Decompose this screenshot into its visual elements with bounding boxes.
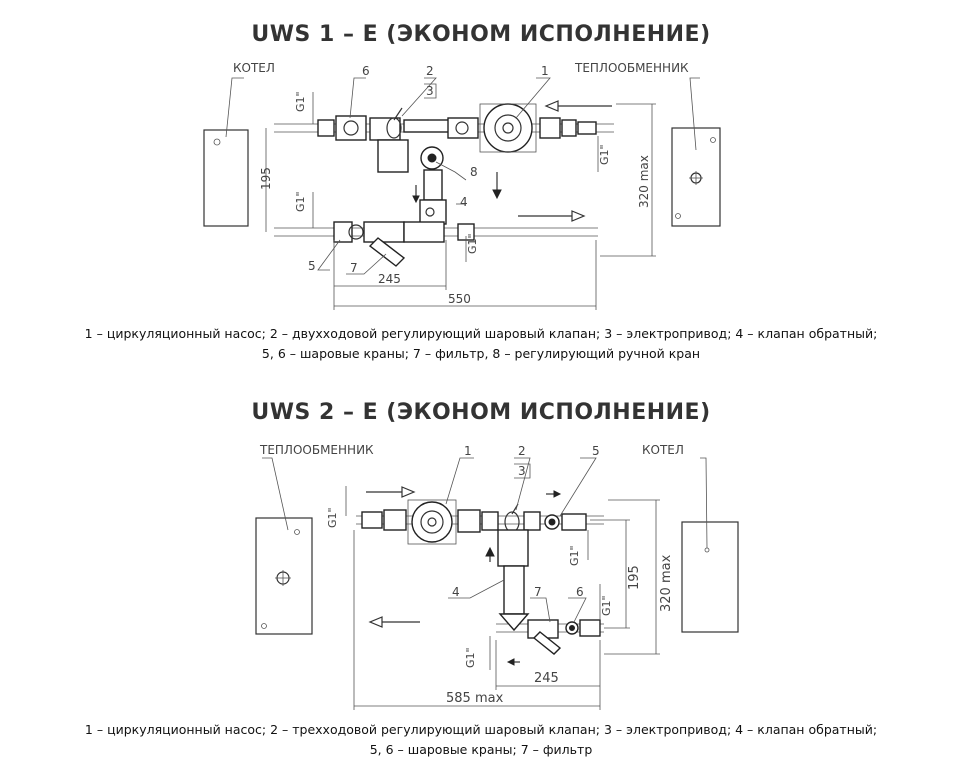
label-3: 3 [426,84,434,98]
label2-6: 6 [576,585,584,599]
ball-valve-6-2 [565,621,579,635]
dim-max-height: 320 max [637,155,651,208]
diagram2-title: UWS 2 – E (ЭКОНОМ ИСПОЛНЕНИЕ) [251,400,711,425]
exchanger-box-2 [255,517,313,635]
filter-7-2 [532,631,562,655]
dim-width-a: 245 [378,272,401,286]
label-7: 7 [350,261,358,275]
exchanger-label: ТЕПЛООБМЕННИК [574,61,689,75]
dim-height: 195 [259,167,273,190]
check-valve-4 [419,199,447,225]
pump-1 [483,103,533,153]
boiler-box [203,129,249,227]
label-6: 6 [362,64,370,78]
exchanger-label-2: ТЕПЛООБМЕННИК [259,443,374,457]
label2-5: 5 [592,444,600,458]
ball-valve-5 [333,221,353,243]
g1-right-2: G1" [568,545,581,566]
label-4: 4 [460,195,468,209]
diagram1-title: UWS 1 – E (ЭКОНОМ ИСПОЛНЕНИЕ) [251,22,711,47]
g1-right: G1" [598,144,611,165]
boiler-box-2 [681,521,739,633]
dim-height-2: 195 [627,565,642,590]
filter-7 [368,237,406,267]
ball-valve-6 [317,119,335,137]
boiler-label: КОТЕЛ [233,61,275,75]
label2-2: 2 [518,444,526,458]
diagram2-caption-line2: 5, 6 – шаровые краны; 7 – фильтр [369,742,593,757]
diagram2-caption: 1 – циркуляционный насос; 2 – трехходово… [0,720,962,760]
label2-3: 3 [518,464,526,478]
dim-width-a-2: 245 [534,671,559,686]
boiler-label-2: КОТЕЛ [642,443,684,457]
ball-valve-5-2 [544,514,560,530]
diagram1-caption-line2: 5, 6 – шаровые краны; 7 – фильтр, 8 – ре… [261,346,701,361]
g1-top-2: G1" [326,507,339,528]
diagram1-drawing: КОТЕЛ ТЕПЛООБМЕННИК [203,61,721,310]
g1-bottom: G1" [294,191,307,212]
label2-7: 7 [534,585,542,599]
g1-bottom-2: G1" [464,647,477,668]
actuator-3 [377,139,409,173]
dim-width-b: 550 [448,292,471,306]
label-2: 2 [426,64,434,78]
diagram1-caption: 1 – циркуляционный насос; 2 – двухходово… [0,324,962,364]
dim-max-height-2: 320 max [659,554,674,612]
g1-top: G1" [294,91,307,112]
label-1: 1 [541,64,549,78]
g1-mid: G1" [466,233,479,254]
dim-width-b-2: 585 max [446,691,504,706]
label2-1: 1 [464,444,472,458]
diagram1-caption-line1: 1 – циркуляционный насос; 2 – двухходово… [84,326,878,341]
exchanger-box [671,127,721,227]
diagram2-caption-line1: 1 – циркуляционный насос; 2 – трехходово… [84,722,878,737]
pump-1-2 [411,501,453,543]
check-valve-4-2 [503,565,525,615]
g1-right2-2: G1" [600,595,613,616]
label-8: 8 [470,165,478,179]
three-way-valve-2 [504,511,520,533]
label2-4: 4 [452,585,460,599]
label-5: 5 [308,259,316,273]
